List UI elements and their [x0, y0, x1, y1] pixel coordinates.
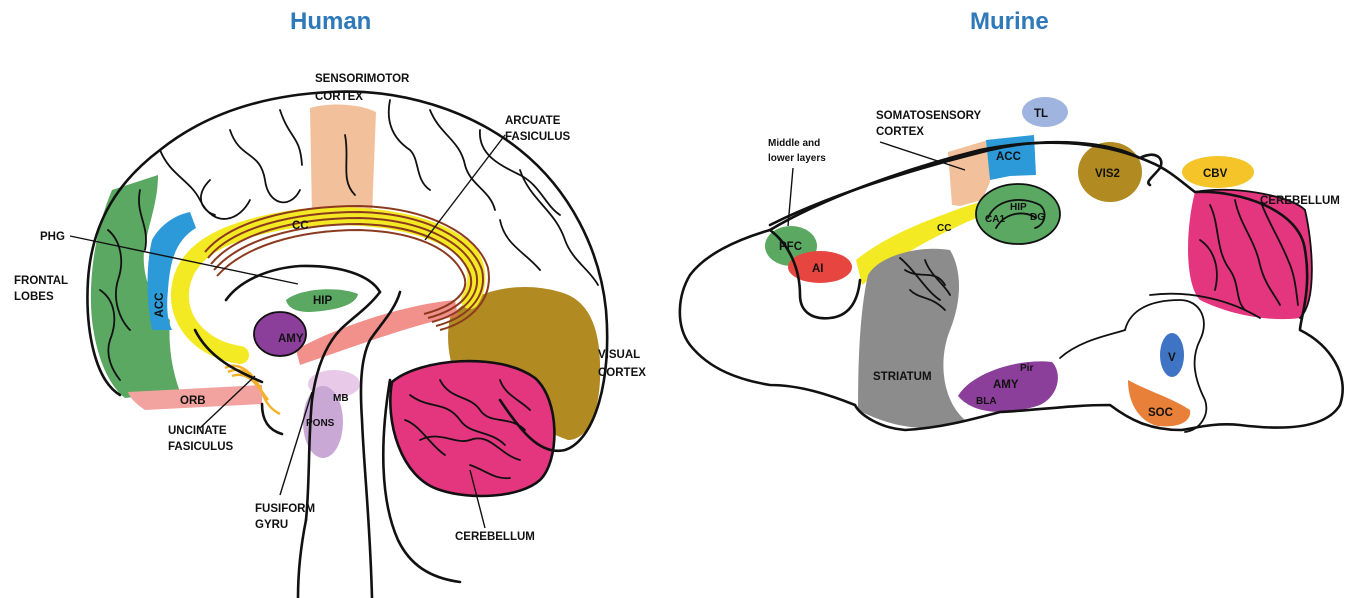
human-brain	[87, 92, 607, 598]
label-visual-line1: VISUAL	[598, 349, 640, 361]
label-pir: Pir	[1020, 363, 1033, 374]
human-sensorimotor-region	[310, 105, 376, 215]
label-orb: ORB	[180, 395, 206, 407]
arcuate-leader-line	[425, 135, 505, 240]
label-sensorimotor-line2: CORTEX	[315, 91, 363, 103]
label-arcuate-line2: FASICULUS	[505, 131, 571, 143]
human-cc-region	[180, 216, 476, 355]
label-arcuate-line1: ARCUATE	[505, 115, 561, 127]
label-v: V	[1168, 352, 1176, 364]
label-middle-layers-line2: lower layers	[768, 153, 826, 164]
label-hip: HIP	[313, 295, 333, 307]
label-striatum: STRIATUM	[873, 371, 932, 383]
murine-striatum-region	[858, 249, 965, 428]
label-somatosensory-line1: SOMATOSENSORY	[876, 110, 982, 122]
label-frontal-line1: FRONTAL	[14, 275, 68, 287]
human-arcuate-fasciculus	[205, 206, 489, 330]
label-cbv: CBV	[1203, 168, 1228, 180]
label-fusiform-line2: GYRU	[255, 519, 288, 531]
label-vis2: VIS2	[1095, 168, 1120, 180]
label-amy: AMY	[278, 333, 304, 345]
label-cerebellum: CEREBELLUM	[455, 531, 535, 543]
label-visual-line2: CORTEX	[598, 367, 646, 379]
label-middle-layers-line1: Middle and	[768, 138, 820, 149]
label-cc-murine: CC	[937, 223, 951, 234]
label-dg: DG	[1030, 212, 1045, 223]
label-mb: MB	[333, 393, 349, 404]
label-ca1: CA1	[985, 214, 1005, 225]
label-ai: AI	[812, 263, 824, 275]
label-acc-murine: ACC	[996, 151, 1021, 163]
label-pfc: PFC	[779, 241, 802, 253]
label-cerebellum-murine: CEREBELLUM	[1260, 195, 1340, 207]
murine-cerebellum-region	[1188, 190, 1312, 319]
label-soc: SOC	[1148, 407, 1173, 419]
label-uncinate-line1: UNCINATE	[168, 425, 227, 437]
label-bla: BLA	[976, 396, 997, 407]
label-hip-murine: HIP	[1010, 202, 1027, 213]
label-cc: CC	[292, 220, 309, 232]
label-phg: PHG	[40, 231, 65, 243]
label-fusiform-line1: FUSIFORM	[255, 503, 315, 515]
label-amy-murine: AMY	[993, 379, 1019, 391]
label-frontal-line2: LOBES	[14, 291, 54, 303]
label-pons: PONS	[306, 418, 335, 429]
label-sensorimotor-line1: SENSORIMOTOR	[315, 73, 410, 85]
label-somatosensory-line2: CORTEX	[876, 126, 924, 138]
murine-soc-region	[1128, 380, 1190, 426]
label-acc: ACC	[154, 293, 166, 318]
murine-ventral-line	[1060, 330, 1125, 358]
label-uncinate-line2: FASICULUS	[168, 441, 234, 453]
label-tl: TL	[1034, 108, 1048, 120]
